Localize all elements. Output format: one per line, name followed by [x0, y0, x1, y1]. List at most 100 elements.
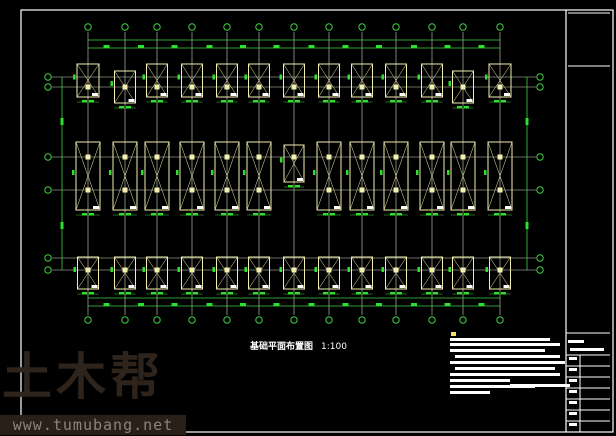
- column-pillar: [189, 84, 195, 90]
- dimension-text: [380, 170, 383, 175]
- dimension-text: [253, 292, 258, 295]
- dimension-text: [253, 100, 258, 103]
- footing-top: [421, 63, 443, 98]
- footing-label: [297, 178, 303, 181]
- footing-bottom: [452, 256, 474, 290]
- footing-label: [232, 206, 238, 209]
- dimension-text: [444, 45, 451, 48]
- axis-bubble-top: [255, 23, 263, 31]
- dimension-text: [240, 303, 246, 306]
- footing-bottom: [181, 256, 203, 290]
- footing-top: [76, 63, 100, 98]
- dimension-text: [444, 303, 451, 306]
- dimension-text: [494, 100, 499, 103]
- footing-label: [332, 285, 339, 288]
- dimension-text: [314, 267, 317, 272]
- dimension-text: [501, 213, 506, 216]
- footing-middle-diagonal: [450, 141, 476, 211]
- footing-bottom-diagonal: [181, 256, 203, 290]
- dimension-text: [279, 74, 282, 80]
- footing-middle-diagonal: [112, 141, 138, 211]
- dimension-text: [158, 292, 163, 295]
- footing-label: [128, 99, 135, 102]
- dimension-text: [243, 170, 246, 175]
- axis-bubble-right: [536, 153, 544, 161]
- column-pillar: [393, 154, 399, 160]
- footing-middle: [246, 141, 272, 211]
- dimension-text: [330, 100, 335, 103]
- dimension-text: [193, 213, 198, 216]
- column-pillar: [189, 187, 195, 193]
- axis-bubble-bottom: [428, 316, 436, 324]
- footing-bottom-diagonal: [452, 256, 474, 290]
- footing-bottom: [489, 256, 511, 290]
- notes-marker: [451, 332, 456, 336]
- dimension-text: [323, 213, 328, 216]
- dimension-text: [411, 45, 417, 48]
- dimension-text: [288, 185, 293, 188]
- footing-bottom: [351, 256, 373, 290]
- footing-middle: [450, 141, 476, 211]
- dimension-text: [273, 303, 280, 306]
- dimension-text: [484, 170, 487, 175]
- column-pillar: [359, 154, 365, 160]
- footing-top-diagonal: [216, 63, 238, 98]
- dimension-text: [411, 303, 417, 306]
- dimension-text: [390, 292, 395, 295]
- footing-label: [195, 285, 202, 288]
- dimension-text: [244, 74, 247, 80]
- dimension-text: [356, 213, 361, 216]
- axis-bubble-bottom: [188, 316, 196, 324]
- footing-middle-small: [283, 144, 305, 183]
- footing-middle-diagonal: [144, 141, 170, 211]
- axis-bubble-top: [325, 23, 333, 31]
- axis-bubble-left: [44, 254, 52, 262]
- column-pillar: [393, 187, 399, 193]
- column-pillar: [393, 84, 399, 90]
- dimension-text: [494, 292, 499, 295]
- axis-bubble-bottom: [392, 316, 400, 324]
- dimension-text: [464, 106, 469, 109]
- axis-bubble-bottom: [459, 316, 467, 324]
- column-pillar: [429, 84, 435, 90]
- footing-middle-diagonal: [316, 141, 342, 211]
- dimension-text: [494, 213, 499, 216]
- watermark-url: www.tumubang.net: [0, 415, 186, 435]
- dimension-text: [347, 74, 350, 80]
- column-pillar: [460, 187, 466, 193]
- footing-label: [365, 285, 372, 288]
- column-pillar: [85, 84, 91, 90]
- axis-bubble-bottom: [153, 316, 161, 324]
- footing-middle-diagonal: [419, 141, 445, 211]
- column-pillar: [359, 187, 365, 193]
- column-pillar: [85, 187, 91, 193]
- column-pillar: [291, 154, 297, 160]
- dimension-text: [212, 267, 215, 272]
- column-pillar: [224, 267, 230, 273]
- footing-label: [92, 93, 98, 96]
- dimension-text: [228, 292, 233, 295]
- dimension-text: [279, 267, 282, 272]
- footing-label: [399, 285, 406, 288]
- column-pillar: [85, 154, 91, 160]
- dimension-text: [478, 303, 485, 306]
- dimension-text: [347, 267, 350, 272]
- column-pillar: [122, 154, 128, 160]
- title-block-label: [569, 390, 577, 393]
- column-pillar: [154, 154, 160, 160]
- dimension-text: [433, 292, 438, 295]
- column-pillar: [326, 267, 332, 273]
- dimension-text: [381, 267, 384, 272]
- dimension-text: [177, 74, 180, 80]
- footing-label: [262, 285, 269, 288]
- dimension-text: [82, 100, 87, 103]
- footing-top-diagonal: [76, 63, 100, 98]
- dimension-text: [323, 292, 328, 295]
- dimension-text: [221, 292, 226, 295]
- dimension-text: [295, 292, 300, 295]
- footing-bottom-diagonal: [283, 256, 305, 290]
- dimension-text: [426, 213, 431, 216]
- dimension-text: [260, 100, 265, 103]
- dimension-text: [89, 100, 94, 103]
